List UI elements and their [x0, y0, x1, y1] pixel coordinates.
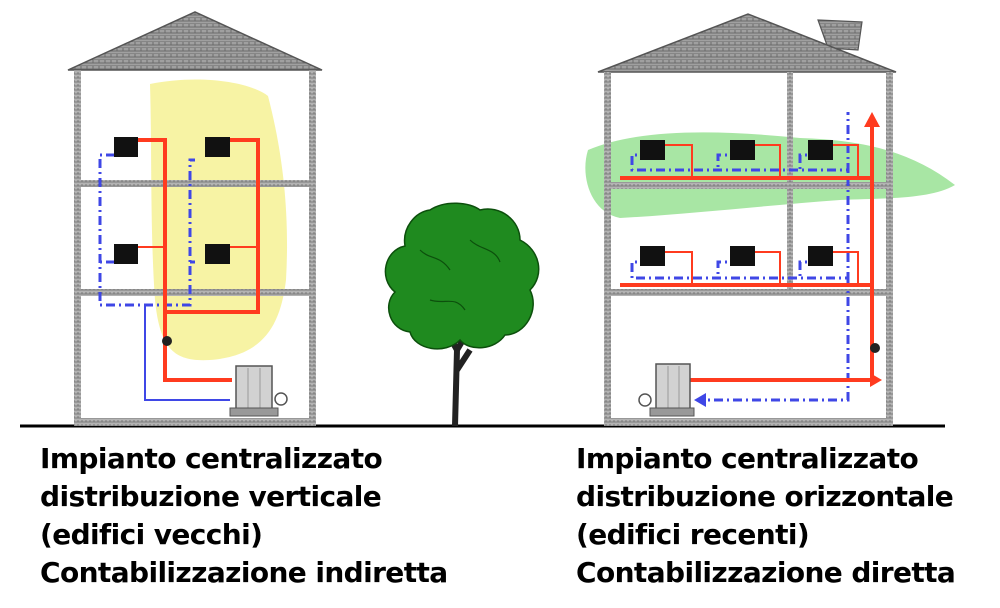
left-caption: Impianto centralizzato distribuzione ver… [40, 440, 448, 592]
radiator [205, 137, 230, 157]
supply-arrow-up [864, 112, 880, 127]
left-wall-left [74, 70, 81, 426]
right-caption-line-2: distribuzione orizzontale [576, 480, 954, 513]
left-floor-1 [74, 180, 316, 187]
supply-arrow-right [870, 373, 882, 387]
left-boiler [229, 365, 288, 417]
right-roof [597, 13, 897, 73]
radiator [640, 246, 665, 266]
left-floor-ground [74, 418, 316, 426]
left-roof [67, 11, 323, 71]
left-wall-right [309, 70, 316, 426]
radiator [730, 246, 755, 266]
radiator [205, 244, 230, 264]
radiator [114, 137, 138, 157]
right-wall-left [604, 72, 611, 426]
left-caption-line-4: Contabilizzazione indiretta [40, 556, 448, 589]
right-caption-line-4: Contabilizzazione diretta [576, 556, 956, 589]
right-floor-2 [604, 289, 893, 296]
radiator [640, 140, 665, 160]
left-heat-meter [162, 336, 172, 346]
radiator [730, 140, 755, 160]
left-floor-2 [74, 289, 316, 296]
left-caption-line-3: (edifici vecchi) [40, 518, 263, 551]
horizontal-zone-highlight [585, 132, 955, 218]
right-floor-ground [604, 418, 893, 426]
left-caption-line-2: distribuzione verticale [40, 480, 382, 513]
right-chimney [817, 19, 863, 51]
right-caption-line-1: Impianto centralizzato [576, 442, 919, 475]
radiator [114, 244, 138, 264]
right-return-pipes [630, 112, 850, 402]
radiator [808, 140, 833, 160]
vertical-zone-highlight [150, 79, 288, 361]
right-boiler [638, 363, 695, 417]
left-caption-line-1: Impianto centralizzato [40, 442, 383, 475]
right-wall-right [886, 72, 893, 426]
tree-foliage [384, 202, 540, 350]
tree [384, 202, 540, 427]
right-building [585, 13, 955, 426]
right-heat-meter [870, 343, 880, 353]
return-arrow [694, 393, 706, 407]
left-building [67, 11, 323, 426]
left-return-pipes [98, 153, 230, 401]
left-supply-pipes [138, 138, 260, 382]
right-floor-1 [604, 182, 893, 189]
radiator [808, 246, 833, 266]
right-caption: Impianto centralizzato distribuzione ori… [576, 440, 956, 592]
right-caption-line-3: (edifici recenti) [576, 518, 810, 551]
